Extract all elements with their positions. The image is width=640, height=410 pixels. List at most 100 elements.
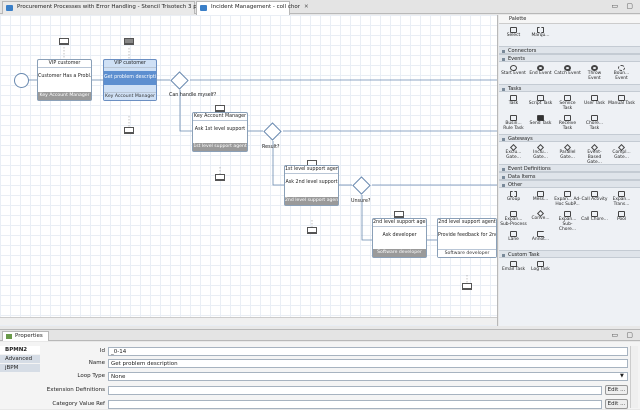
choreography-task-icon [591,115,598,121]
palette-item[interactable]: Log Task [527,260,554,280]
bpmn-file-icon [200,5,207,11]
message-envelope-icon [215,174,225,181]
marquee-icon [537,27,544,33]
palette-section-event-definitions[interactable]: Event Definitions [499,164,640,172]
group-icon [510,191,517,197]
palette-item[interactable]: Mess... [527,190,554,210]
choreography-task[interactable]: 1st level support agent Ask 2nd level su… [284,165,339,206]
extension-definitions-field[interactable] [108,386,602,395]
tool-marquee[interactable]: Marqu... [527,26,554,46]
palette-section-tasks[interactable]: Tasks [499,84,640,92]
palette-item[interactable]: Expan... Trans... [608,190,635,210]
sequence-flows [28,47,497,283]
panel-controls[interactable]: ▭ ▢ [611,331,636,339]
tab-bpmn2[interactable]: BPMN2 [0,346,40,355]
call-choreography-icon [591,211,598,217]
palette-item[interactable]: Catch Event [554,64,581,84]
edit-button[interactable]: Edit ... [605,385,628,395]
palette-item[interactable]: Manual Task [608,94,635,114]
editor-tab-bar: Procurement Processes with Error Handlin… [0,0,640,15]
message-envelope-icon [462,283,472,290]
palette-item[interactable]: End Event [527,64,554,84]
tool-select[interactable]: Select [500,26,527,46]
transaction-icon [618,191,625,197]
palette-item[interactable]: Task [500,94,527,114]
start-event[interactable] [14,73,29,88]
cursor-icon [510,27,517,33]
window-controls[interactable]: ▭ ▢ [611,2,636,10]
loop-type-select[interactable]: None [108,372,628,381]
call-activity-icon [591,191,598,197]
palette-section-other[interactable]: Other [499,180,640,188]
receive-task-icon [564,115,571,121]
choreography-task[interactable]: 2nd level support agent Ask developer So… [372,218,427,258]
boundary-event-icon [618,65,625,71]
palette-item[interactable]: Compl... Gate... [608,144,635,164]
palette-item[interactable]: Throw Event [581,64,608,84]
palette-item[interactable]: Call Activity [581,190,608,210]
palette-item[interactable]: Expan... Sub-Process [500,210,527,230]
task-icon [510,95,517,101]
palette-item[interactable]: Group [500,190,527,210]
palette-item[interactable]: Lane [500,230,527,250]
palette-section-connectors[interactable]: Connectors [499,46,640,54]
palette-section-events[interactable]: Events [499,54,640,62]
user-task-icon [591,95,598,101]
category-value-ref-field[interactable] [108,400,602,409]
adhoc-subprocess-icon [564,191,571,197]
choreography-task[interactable]: 2nd level support agent Provide feedback… [437,218,497,258]
palette-item[interactable]: Call Chore... [581,210,608,230]
gateway-label: Can handle myself? [169,93,217,98]
palette-item[interactable]: Receive Task [554,114,581,134]
palette-item[interactable]: Expan... Sub-Chore... [554,210,581,230]
palette-item[interactable]: Event-Based Gate... [581,144,608,164]
tab-incident-management[interactable]: Incident Management - coll chor✕ [196,1,309,15]
palette-item[interactable]: Busin... Rule Task [500,114,527,134]
edit-button[interactable]: Edit ... [605,399,628,409]
vertical-scrollbar[interactable] [630,346,638,408]
palette-section-data-items[interactable]: Data Items [499,172,640,180]
choreography-task-selected[interactable]: VIP customer Get problem description Key… [103,59,157,101]
palette-item[interactable]: Expan... Ad-Hoc SubP... [554,190,581,210]
chevron-down-icon[interactable]: ▼ [620,373,624,379]
service-task-icon [564,95,571,101]
tab-procurement[interactable]: Procurement Processes with Error Handlin… [2,1,210,14]
palette-item[interactable]: Parallel Gate... [554,144,581,164]
palette-section-gateways[interactable]: Gateways [499,134,640,142]
property-row-extension-definitions: Extension Definitions Edit ... [40,385,630,396]
diagram-canvas[interactable]: VIP customer Customer Has a Probl... Key… [0,15,498,326]
name-field[interactable]: Get problem description [108,359,628,368]
palette-item[interactable]: Start Event [500,64,527,84]
throw-event-icon [591,65,598,71]
palette-item[interactable]: Email Task [500,260,527,280]
end-event-icon [537,65,544,71]
message-envelope-icon [394,211,404,218]
palette-panel: Palette Select Marqu... Connectors Event… [499,15,640,326]
palette-item[interactable]: Send Task [527,114,554,134]
palette-item[interactable]: Service Task [554,94,581,114]
palette-item[interactable]: User Task [581,94,608,114]
choreography-task[interactable]: Key Account Manager Ask 1st level suppor… [192,112,248,152]
palette-item[interactable]: Inclu... Gate... [527,144,554,164]
tab-advanced[interactable]: Advanced [0,355,40,364]
palette-title: Palette [499,15,640,24]
palette-item[interactable]: Exclu... Gate... [500,144,527,164]
message-envelope-icon [59,38,69,45]
palette-item[interactable]: Pool [608,210,635,230]
horizontal-scrollbar[interactable] [0,317,497,325]
palette-item[interactable]: Chore... Task [581,114,608,134]
close-icon[interactable]: ✕ [303,4,309,10]
id-field[interactable]: _0-14 [108,347,628,356]
log-task-icon [537,261,544,267]
gateway-label: Unsure? [351,199,371,204]
property-row-loop-type: Loop Type None ▼ [40,371,630,382]
choreography-task[interactable]: VIP customer Customer Has a Probl... Key… [37,59,92,101]
palette-section-custom-task[interactable]: Custom Task [499,250,640,258]
tab-jbpm[interactable]: jBPM [0,364,40,373]
palette-item[interactable]: Conve... [527,210,554,230]
palette-item[interactable]: Boun... Event [608,64,635,84]
palette-item[interactable]: Script Task [527,94,554,114]
properties-tab[interactable]: Properties [2,331,49,341]
manual-task-icon [618,95,625,101]
palette-item[interactable]: Annot... [527,230,554,250]
